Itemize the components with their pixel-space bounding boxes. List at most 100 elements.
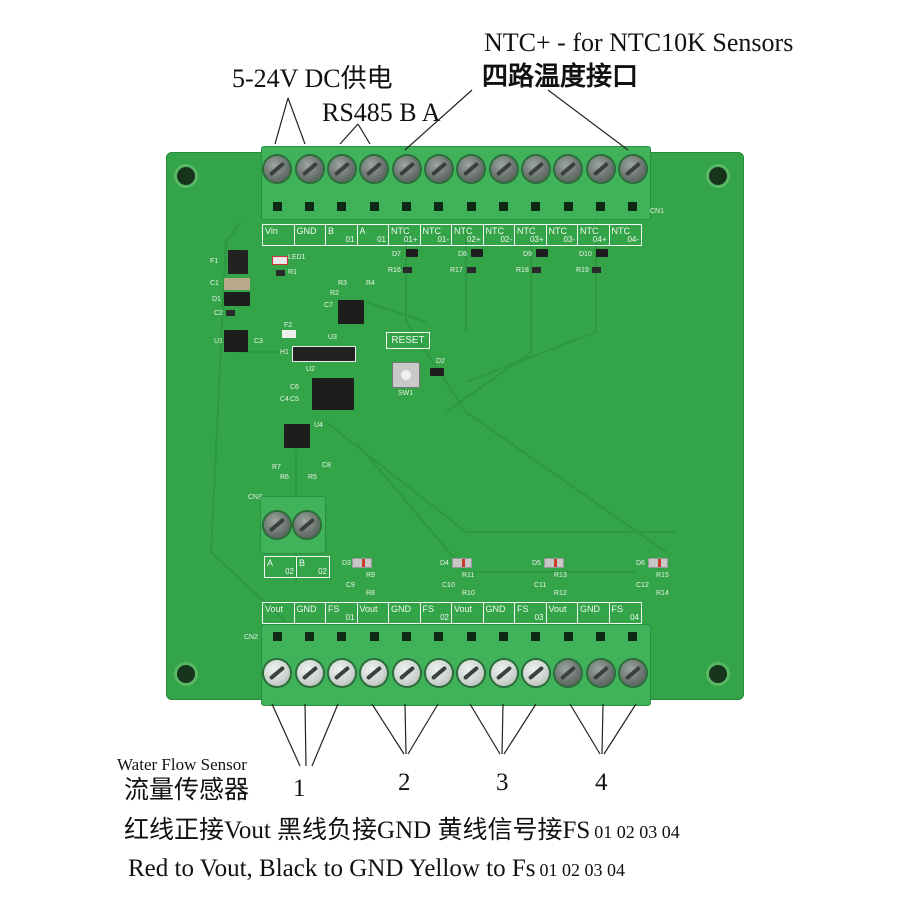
ref-r8: R8 (366, 590, 375, 597)
ref-c7: C7 (324, 302, 333, 309)
ref-cn3: CN3 (248, 494, 263, 501)
ref-r10: R10 (462, 590, 475, 597)
bottom-silk-cell: Vout (263, 603, 295, 623)
bottom-silk-sub: 01 (345, 613, 355, 622)
diode-d3 (352, 558, 372, 568)
bottom-silk-main: GND (580, 604, 600, 614)
top-silk-main: NTC (580, 226, 599, 236)
capacitor-c2 (226, 310, 235, 316)
terminal-screw[interactable] (458, 660, 485, 686)
top-silk-main: NTC (391, 226, 410, 236)
terminal-wire-slot (272, 202, 282, 211)
ref-c1: C1 (210, 280, 219, 287)
diode-d2 (430, 368, 444, 376)
terminal-screw[interactable] (522, 660, 549, 686)
terminal-screw[interactable] (328, 156, 355, 182)
ref-r11: R11 (462, 572, 475, 579)
ntc-resistor (592, 267, 601, 273)
cn3-screw[interactable] (294, 512, 320, 538)
ref-c2: C2 (214, 310, 223, 317)
terminal-screw[interactable] (587, 660, 614, 686)
terminal-wire-slot (305, 202, 314, 211)
terminal-screw[interactable] (425, 156, 452, 182)
terminal-screw[interactable] (264, 156, 291, 182)
cn3-screw[interactable] (264, 512, 290, 538)
terminal-screw[interactable] (361, 660, 388, 686)
cn3-silk-main: B (299, 558, 306, 568)
terminal-wire-slot (305, 632, 314, 641)
bottom-slot-row (261, 632, 649, 644)
ntc-resistor (403, 267, 412, 273)
terminal-wire-slot (369, 632, 379, 641)
pin-header-h1 (292, 346, 356, 362)
reset-button[interactable] (392, 362, 420, 388)
ref-r16: R16 (388, 267, 401, 274)
ref-u4: U4 (314, 422, 323, 429)
top-silk-cell: Vin (263, 225, 295, 245)
terminal-screw[interactable] (619, 660, 646, 686)
top-silk-sub: 01 (377, 235, 386, 244)
top-silk-sub: 01- (437, 235, 449, 244)
top-silk-sub: 02- (500, 235, 512, 244)
flow-num-2: 2 (398, 769, 411, 796)
fuse-f1 (228, 250, 248, 274)
top-silk-main: NTC (422, 226, 442, 236)
terminal-screw[interactable] (587, 156, 614, 182)
top-silk-main: GND (296, 226, 317, 236)
terminal-screw[interactable] (328, 660, 355, 686)
flow-num-1: 1 (293, 775, 306, 802)
terminal-screw[interactable] (619, 156, 646, 182)
terminal-screw[interactable] (490, 156, 517, 182)
terminal-screw[interactable] (458, 156, 485, 182)
terminal-screw[interactable] (296, 660, 323, 686)
bottom-silk-sub: 04 (630, 613, 639, 622)
diode-d4 (452, 558, 472, 568)
terminal-screw[interactable] (264, 660, 291, 686)
ref-c10: C10 (442, 582, 455, 589)
terminal-screw[interactable] (393, 156, 420, 182)
ref-r4: R4 (366, 280, 375, 287)
mount-hole (177, 167, 195, 185)
mount-hole (177, 665, 195, 683)
ref-c8: C8 (322, 462, 331, 469)
ref-r18: R18 (516, 267, 529, 274)
terminal-block-cn2 (261, 624, 651, 706)
top-silk-main: NTC (548, 226, 568, 236)
ref-c11: C11 (534, 582, 547, 589)
cn3-silk-sub: 02 (318, 567, 327, 576)
ref-r6: R6 (280, 474, 289, 481)
terminal-screw[interactable] (522, 156, 549, 182)
terminal-screw[interactable] (490, 660, 517, 686)
top-silk-sub: 01 (345, 235, 355, 244)
top-screw-row (261, 156, 649, 186)
terminal-screw[interactable] (555, 660, 582, 686)
terminal-wire-slot (531, 632, 541, 641)
mount-hole (709, 167, 727, 185)
ref-r19: R19 (576, 267, 589, 274)
terminal-screw[interactable] (425, 660, 452, 686)
diode-d5 (544, 558, 564, 568)
ref-r12: R12 (554, 590, 567, 597)
top-silk-main: NTC (611, 226, 631, 236)
ref-c9: C9 (346, 582, 355, 589)
terminal-screw[interactable] (296, 156, 323, 182)
bottom-silk-sub: 03 (534, 613, 544, 622)
terminal-screw[interactable] (393, 660, 420, 686)
terminal-screw[interactable] (361, 156, 388, 182)
top-silk-main: B (328, 226, 335, 236)
ref-r14: R14 (656, 590, 669, 597)
top-silk-sub: 01+ (403, 235, 418, 244)
bottom-silk-main: Vout (265, 604, 284, 614)
terminal-screw[interactable] (555, 156, 582, 182)
mcu-u2 (312, 378, 354, 410)
chip-u4 (284, 424, 310, 448)
ref-d3: D3 (342, 560, 351, 567)
wiring-cn-suffix: 01 02 03 04 (594, 822, 680, 842)
